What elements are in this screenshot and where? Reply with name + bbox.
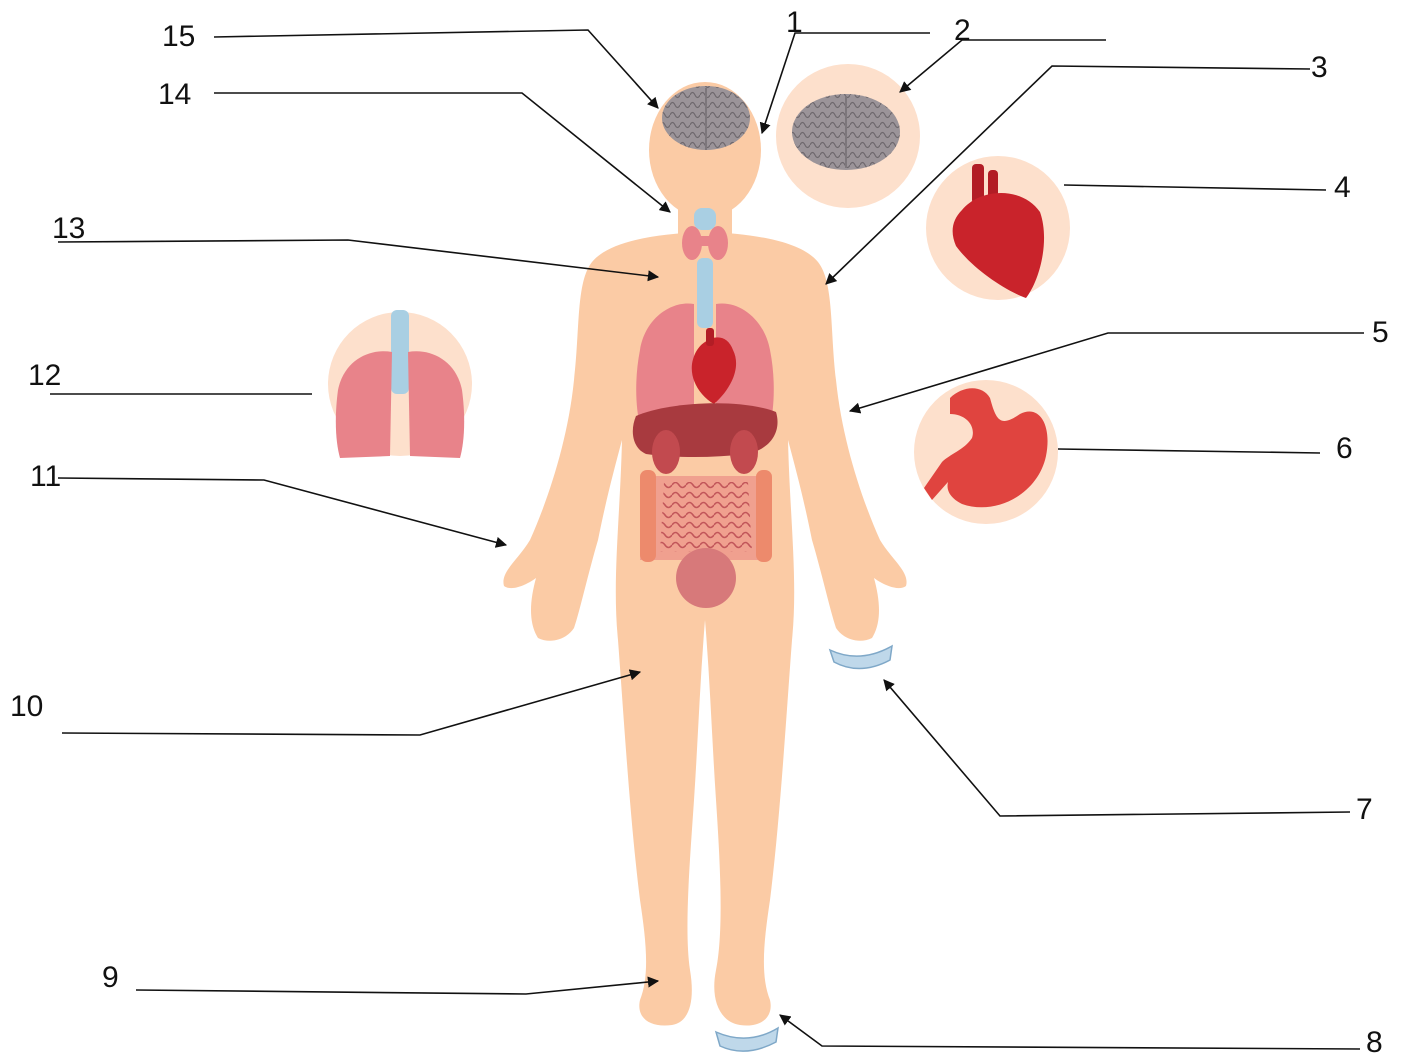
brain-closeup (776, 64, 920, 208)
nail-icon (716, 1028, 778, 1051)
leader-line-13 (58, 240, 658, 277)
leader-line-9 (136, 981, 658, 994)
leader-line-14 (214, 93, 670, 212)
leader-line-5 (850, 333, 1364, 411)
leader-line-15 (214, 30, 658, 108)
label-2: 2 (954, 16, 971, 46)
label-6: 6 (1336, 434, 1353, 464)
bladder-icon (676, 548, 736, 608)
label-1: 1 (786, 8, 803, 38)
label-15: 15 (162, 22, 195, 52)
label-5: 5 (1372, 318, 1389, 348)
label-8: 8 (1366, 1028, 1383, 1058)
label-14: 14 (158, 80, 191, 110)
trachea-icon (694, 208, 716, 328)
leader-line-8 (780, 1015, 1360, 1049)
leader-line-6 (1058, 449, 1320, 453)
brain-icon (792, 94, 900, 170)
label-3: 3 (1311, 53, 1328, 83)
label-12: 12 (28, 361, 61, 391)
label-7: 7 (1356, 795, 1373, 825)
leader-line-10 (62, 672, 640, 735)
lungs-closeup (328, 310, 472, 458)
stomach-closeup (914, 380, 1058, 524)
heart-closeup (926, 156, 1070, 300)
brain-icon (662, 86, 750, 150)
label-11: 11 (30, 462, 61, 492)
leader-line-7 (884, 680, 1350, 816)
label-13: 13 (52, 214, 85, 244)
label-9: 9 (102, 963, 119, 993)
leader-line-11 (58, 478, 506, 545)
leader-line-4 (1064, 185, 1326, 190)
nail-icon (830, 646, 892, 669)
label-4: 4 (1334, 173, 1351, 203)
label-10: 10 (10, 692, 43, 722)
